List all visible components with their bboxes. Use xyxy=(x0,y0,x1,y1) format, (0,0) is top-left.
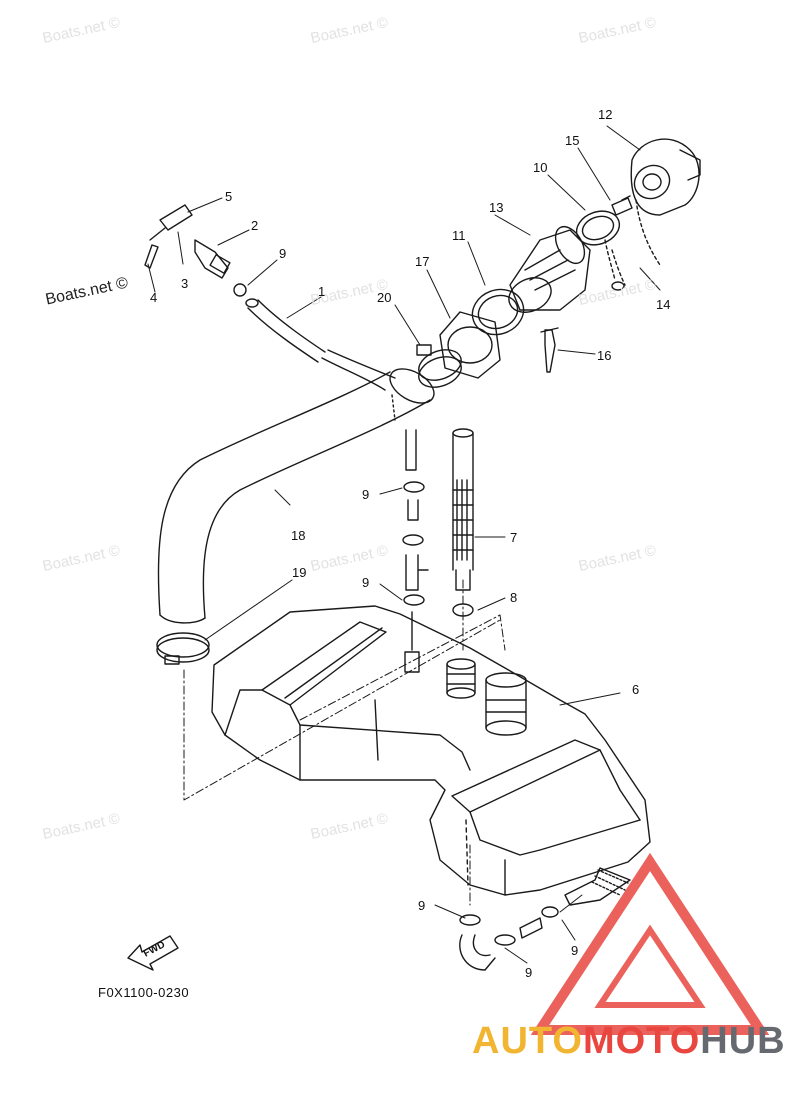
callout-10: 10 xyxy=(533,160,548,175)
callout-7: 7 xyxy=(510,530,518,545)
callout-20: 20 xyxy=(377,290,392,305)
callout-2: 2 xyxy=(251,218,259,233)
filler-cap xyxy=(630,138,701,216)
brand-wordmark: AUTOMOTOHUB xyxy=(472,1020,786,1063)
vent-check-valve xyxy=(144,204,193,269)
drain-fittings xyxy=(459,867,631,971)
filler-neck xyxy=(508,225,591,313)
cap-chain xyxy=(604,199,661,286)
fuel-strainer xyxy=(452,428,474,591)
callout-3: 3 xyxy=(181,276,189,291)
callout-11: 11 xyxy=(452,228,466,243)
breather-valve xyxy=(194,239,247,297)
callout-9-upper: 9 xyxy=(279,246,287,261)
callout-5: 5 xyxy=(225,189,233,204)
vent-line-assembly xyxy=(402,429,429,673)
breather-hose xyxy=(245,298,396,391)
fwd-arrow-icon xyxy=(127,935,179,971)
callout-9-low3: 9 xyxy=(571,943,579,958)
tank-neck-large xyxy=(485,672,527,736)
brand-part-moto: MOTO xyxy=(582,1020,701,1062)
callout-4: 4 xyxy=(150,290,158,305)
callout-16: 16 xyxy=(597,348,612,363)
cap-screw xyxy=(611,195,633,216)
cap-gasket xyxy=(575,210,621,246)
callout-18: 18 xyxy=(291,528,306,543)
filler-screw xyxy=(540,327,559,373)
callout-1: 1 xyxy=(318,284,326,299)
brand-part-hub: HUB xyxy=(700,1020,786,1062)
filler-nut xyxy=(439,311,501,379)
leader-lines xyxy=(147,125,661,964)
callout-14: 14 xyxy=(656,297,671,312)
callout-19: 19 xyxy=(292,565,307,580)
fuel-tank xyxy=(211,605,651,896)
chain-ring xyxy=(611,281,625,291)
callout-6: 6 xyxy=(632,682,640,697)
callout-9-low1: 9 xyxy=(418,898,426,913)
filler-gasket xyxy=(471,288,525,336)
hose-clamp-20 xyxy=(416,344,462,388)
brand-triangle-logo xyxy=(530,852,770,1035)
callout-9-mid2: 9 xyxy=(362,575,370,590)
tank-neck-small xyxy=(446,658,476,699)
drawing-code: F0X1100-0230 xyxy=(98,985,190,1000)
callout-17: 17 xyxy=(415,254,430,269)
callout-9-mid1: 9 xyxy=(362,487,370,502)
callout-9-low2: 9 xyxy=(525,965,533,980)
callout-13: 13 xyxy=(489,200,504,215)
callout-12: 12 xyxy=(598,107,613,122)
filler-hose xyxy=(157,368,435,624)
brand-part-auto: AUTO xyxy=(472,1020,583,1062)
callout-15: 15 xyxy=(565,133,580,148)
callout-8: 8 xyxy=(510,590,518,605)
hose-clamp-19 xyxy=(156,632,210,665)
